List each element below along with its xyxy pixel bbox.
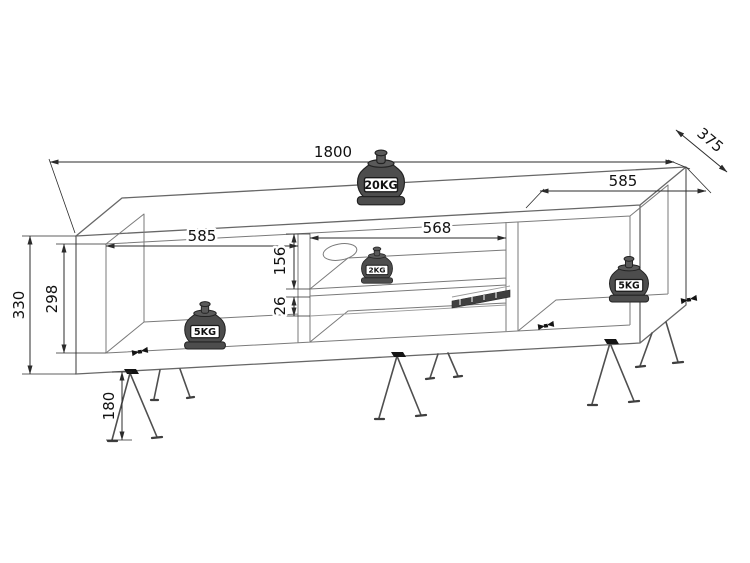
drawer-rail-line [309,285,511,317]
weight-icon-left: 5KG [183,301,227,350]
legs [106,321,685,443]
bracket-icon [131,346,149,357]
weight-icon [356,149,406,206]
dim-niche-height-label: 156 [271,247,289,276]
dim-middle-section: 568 [309,217,507,241]
dim-line [675,129,728,173]
dim-interior-height-label: 298 [43,285,61,314]
dim-bottom-gap-label: 26 [271,296,289,315]
load-icons: 20KG 2KG 5KG 5KG [183,149,650,350]
load-shelf-label: 2KG [369,266,386,275]
load-right-label: 5KG [618,281,639,292]
dim-depth-label: 375 [693,124,727,156]
drawer-slide-holes [459,292,497,305]
dim-left-section-label: 585 [188,227,217,245]
leg-feet [106,360,685,443]
weight-icon [183,301,227,350]
load-left-label: 5KG [194,327,216,338]
dim-leg-height-label: 180 [100,392,118,421]
dim-right-section: 585 [525,167,712,209]
dim-depth: 375 [675,122,729,173]
weight-icon-top: 20KG [356,149,406,206]
extension-line [286,296,310,317]
dim-leg-height: 180 [98,371,132,441]
hardware [131,289,698,357]
dim-left-section: 585 [105,225,299,249]
dim-bottom-gap: 26 [269,294,310,318]
drawer-slide-icon [451,289,511,309]
weight-icon-shelf: 2KG [360,246,394,284]
dim-niche-height: 156 [269,233,310,290]
dim-right-section-label: 585 [609,172,638,190]
weight-icon [608,255,650,303]
dim-interior-height: 298 [41,243,106,354]
extension-line [525,167,712,209]
weight-icon-right: 5KG [608,255,650,303]
dim-total-width-label: 1800 [314,143,352,161]
cable-grommet [322,243,358,261]
dim-total-height-label: 330 [10,291,28,320]
extension-line [286,233,310,290]
dim-total-height: 330 [8,235,76,375]
extension-line [56,243,106,354]
load-top-label: 20KG [364,179,397,192]
extension-line [22,235,76,375]
dim-middle-section-label: 568 [423,219,452,237]
extension-line [106,371,132,441]
bracket-icon [680,294,698,305]
